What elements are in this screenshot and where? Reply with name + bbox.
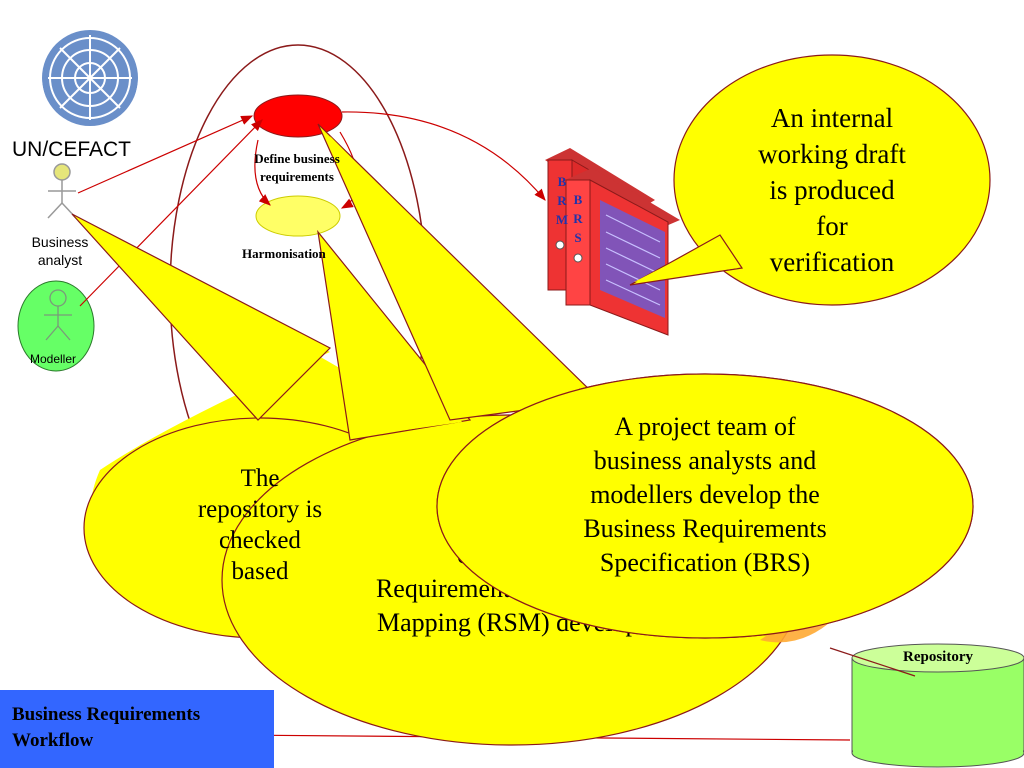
repository-cylinder-icon: [851, 643, 1024, 768]
workflow-title-line2: Workflow: [12, 730, 94, 751]
harmonisation-label: Harmonisation: [242, 246, 326, 261]
un-emblem-icon: [37, 30, 143, 126]
brs-binder-icon: [565, 168, 680, 336]
callout-internal-draft: [673, 54, 991, 306]
brs-binder-label: B R S: [573, 192, 583, 245]
harmonisation-node: [255, 195, 341, 237]
repository-label: Repository: [903, 649, 973, 665]
internal-draft-text: An internal working draft is produced fo…: [758, 103, 906, 277]
business-analyst-actor-icon: [47, 163, 77, 219]
business-analyst-label: Business analyst: [31, 234, 89, 268]
workflow-title-box: Business Requirements Workflow: [0, 690, 274, 768]
brm-binder-label: B R M: [555, 174, 569, 227]
project-team-text: A project team of business analysts and …: [583, 412, 827, 577]
define-requirements-label: Define business requirements: [254, 151, 340, 184]
modeller-actor: [17, 280, 95, 372]
org-label: UN/CEFACT: [12, 138, 132, 161]
modeller-figure-icon: [44, 289, 72, 341]
modeller-label: Modeller: [30, 352, 77, 366]
workflow-title-line1: Business Requirements: [12, 704, 201, 725]
repository-check-text: The repository is checked based: [197, 465, 323, 585]
